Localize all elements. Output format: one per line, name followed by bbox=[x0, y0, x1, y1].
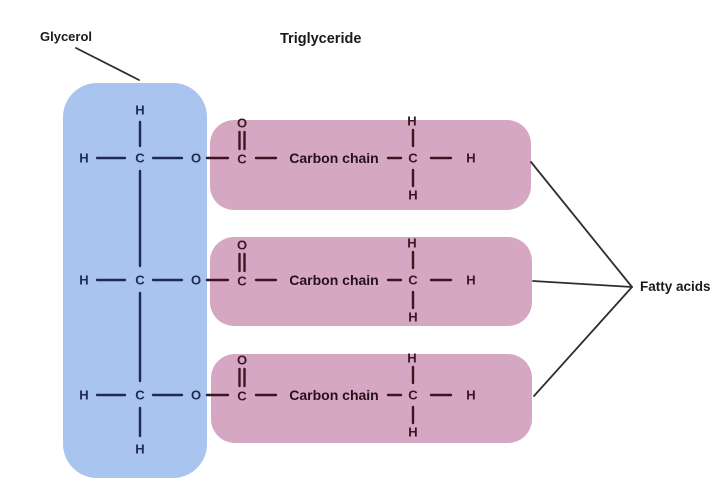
fatty-acid-atom-c: C bbox=[237, 273, 247, 289]
fatty-acid-atom-h: H bbox=[407, 113, 417, 129]
fatty-acid-box-3 bbox=[211, 354, 532, 443]
glycerol-atom-h: H bbox=[79, 150, 89, 166]
fatty-acid-atom-h: H bbox=[466, 150, 476, 166]
fatty-acid-atom-h: H bbox=[466, 387, 476, 403]
fatty-acid-atom-h: H bbox=[466, 272, 476, 288]
fatty-acid-atom-o: O bbox=[236, 115, 248, 131]
fatty-acid-box-2 bbox=[210, 237, 532, 326]
glycerol-atom-h: H bbox=[79, 272, 89, 288]
glycerol-label: Glycerol bbox=[40, 29, 93, 44]
fatty-acid-pointer-line-3 bbox=[533, 286, 633, 397]
fatty-acid-atom-c: C bbox=[408, 387, 418, 403]
glycerol-atom-o: O bbox=[190, 272, 202, 288]
fatty-acid-pointer-line-2 bbox=[532, 280, 633, 288]
fatty-acid-atom-h: H bbox=[407, 350, 417, 366]
fatty-acid-atom-h: H bbox=[407, 235, 417, 251]
fatty-acid-atom-h: H bbox=[408, 424, 418, 440]
glycerol-atom-c: C bbox=[135, 272, 145, 288]
glycerol-atom-h: H bbox=[79, 387, 89, 403]
fatty-acid-atom-c: C bbox=[237, 388, 247, 404]
carbon-chain-label: Carbon chain bbox=[289, 150, 379, 166]
fatty-acid-atom-h: H bbox=[408, 187, 418, 203]
fatty-acid-atom-c: C bbox=[408, 150, 418, 166]
fatty-acids-label: Fatty acids bbox=[640, 279, 711, 294]
carbon-chain-label: Carbon chain bbox=[289, 387, 379, 403]
fatty-acid-atom-o: O bbox=[236, 237, 248, 253]
fatty-acid-atom-c: C bbox=[237, 151, 247, 167]
diagram-title: Triglyceride bbox=[280, 31, 362, 47]
glycerol-atom-h: H bbox=[135, 102, 145, 118]
fatty-acid-box-1 bbox=[210, 120, 531, 210]
glycerol-atom-c: C bbox=[135, 387, 145, 403]
fatty-acid-atom-o: O bbox=[236, 352, 248, 368]
glycerol-pointer-line bbox=[75, 47, 140, 81]
carbon-chain-label: Carbon chain bbox=[289, 272, 379, 288]
fatty-acid-atom-c: C bbox=[408, 272, 418, 288]
fatty-acid-atom-h: H bbox=[408, 309, 418, 325]
glycerol-atom-o: O bbox=[190, 150, 202, 166]
fatty-acid-pointer-line-1 bbox=[530, 161, 633, 288]
glycerol-atom-o: O bbox=[190, 387, 202, 403]
glycerol-atom-h: H bbox=[135, 441, 145, 457]
glycerol-atom-c: C bbox=[135, 150, 145, 166]
